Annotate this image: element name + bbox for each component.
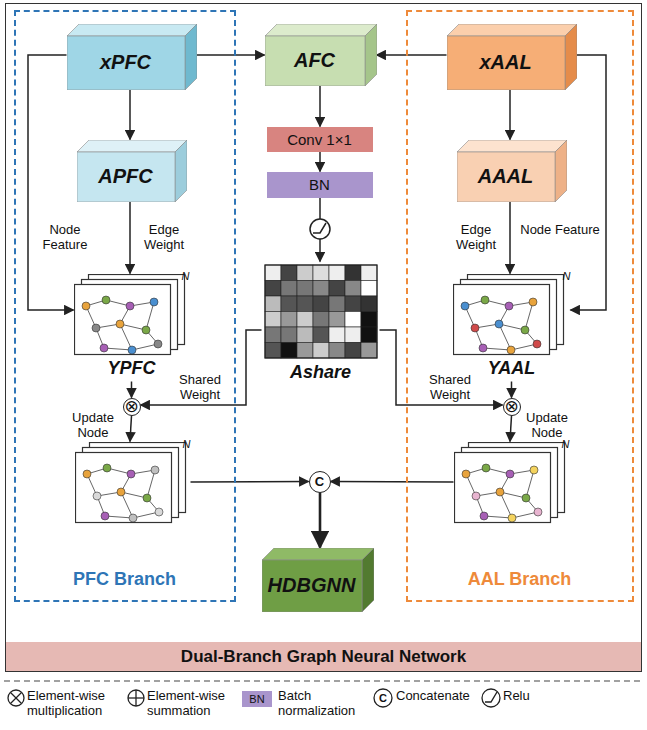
legend-concat-letter: C xyxy=(374,689,392,707)
tensor-cube: APFC xyxy=(77,140,187,202)
legend-swatch: BN xyxy=(242,691,272,707)
graph-illustration xyxy=(74,274,190,358)
connector-arrow xyxy=(197,54,265,56)
legend-concat-symbol xyxy=(374,689,392,707)
graph-stack: NYPFC xyxy=(74,274,190,382)
multiply-operator: ⊗ xyxy=(503,398,521,416)
edge-label: Edge Weight xyxy=(448,222,504,252)
legend-multiply-symbol xyxy=(8,690,24,706)
branch-region: AAL Branch xAAL AAAL NYAAL ⊗ N xyxy=(406,10,634,602)
branch-region: PFC BranchxPFCAPFCNYPFC⊗N xyxy=(14,10,236,602)
connector-arrow xyxy=(319,152,321,172)
network-frame: Dual-Branch Graph Neural Network PFC Bran… xyxy=(5,3,642,672)
tensor-name: HDBGNN xyxy=(262,560,362,612)
tensor-name: xAAL xyxy=(447,36,565,90)
matrix-name: Ashare xyxy=(262,362,380,382)
graph-illustration xyxy=(453,274,571,358)
shared-weight-matrix: Ashare xyxy=(262,262,380,382)
tensor-cube: HDBGNN xyxy=(262,548,374,612)
connector-arrow xyxy=(131,382,133,398)
swatch-label: BN xyxy=(249,694,264,705)
edge-label: Node Feature xyxy=(520,222,600,237)
connector-arrow xyxy=(511,382,513,398)
branch-title: AAL Branch xyxy=(408,569,632,590)
connector-arrow xyxy=(377,54,447,56)
edge-label: Node Feature xyxy=(34,222,96,252)
connector-arrow xyxy=(191,481,309,483)
tensor-cube: xPFC xyxy=(67,24,197,90)
graph-stack: N xyxy=(75,442,191,526)
legend-text: Batch normalization xyxy=(278,688,368,718)
connector-arrow xyxy=(319,493,322,548)
connector-arrow xyxy=(130,416,132,442)
connector-arrow xyxy=(571,55,607,310)
graph-illustration xyxy=(454,442,570,526)
matrix-grid xyxy=(262,262,380,360)
graph-stack: NYAAL xyxy=(453,274,571,382)
connector-arrow xyxy=(129,90,131,140)
edge-label: Shared Weight xyxy=(168,372,232,402)
stack-count: N xyxy=(183,438,191,450)
process-label: Conv 1×1 xyxy=(287,131,352,148)
connector-arrow xyxy=(509,90,511,140)
stack-count: N xyxy=(182,270,190,282)
tensor-name: xPFC xyxy=(67,36,185,90)
process-label: BN xyxy=(309,176,330,193)
operator-symbol: ⊗ xyxy=(504,399,520,415)
graph-stack: N xyxy=(454,442,570,526)
tensor-name: AFC xyxy=(265,36,365,86)
legend-relu-symbol xyxy=(482,689,500,707)
graph-illustration xyxy=(75,442,191,526)
tensor-name: AAAL xyxy=(457,152,555,202)
frame-title-band: Dual-Branch Graph Neural Network xyxy=(6,642,641,671)
edge-label: Shared Weight xyxy=(418,372,482,402)
legend-text: Concatenate xyxy=(396,688,478,703)
stack-count: N xyxy=(562,438,570,450)
edge-label: Edge Weight xyxy=(136,222,192,252)
process-box: Conv 1×1 xyxy=(267,127,373,152)
legend-divider xyxy=(4,680,643,681)
operator-symbol: ⊗ xyxy=(124,399,140,415)
connector-arrow xyxy=(319,86,321,127)
branch-title: PFC Branch xyxy=(16,569,234,590)
legend-text: Element-wise summation xyxy=(147,688,231,718)
connector-arrow xyxy=(28,55,74,310)
connector-arrow xyxy=(380,330,503,405)
stack-count: N xyxy=(563,270,571,282)
connector-arrow xyxy=(510,416,512,442)
operator-symbol: C xyxy=(310,472,330,492)
legend-text: Element-wise multiplication xyxy=(27,688,125,718)
multiply-operator: ⊗ xyxy=(123,398,141,416)
legend-sum-symbol xyxy=(128,690,144,706)
legend-text: Relu xyxy=(503,688,543,703)
edge-label: Update Node xyxy=(62,410,124,440)
graph-name: YPFC xyxy=(74,358,190,378)
connector-arrow xyxy=(129,202,131,274)
connector-arrow xyxy=(141,330,262,405)
connector-arrow xyxy=(319,198,321,262)
tensor-cube: AFC xyxy=(265,24,377,86)
relu-symbol xyxy=(310,219,330,239)
concat-operator: C xyxy=(309,471,331,493)
tensor-cube: xAAL xyxy=(447,24,577,90)
edge-label: Update Node xyxy=(516,410,578,440)
tensor-name: APFC xyxy=(77,152,175,202)
process-box: BN xyxy=(267,172,373,198)
connector-arrow xyxy=(331,481,454,483)
connector-arrow xyxy=(509,202,511,274)
tensor-cube: AAAL xyxy=(457,140,567,202)
